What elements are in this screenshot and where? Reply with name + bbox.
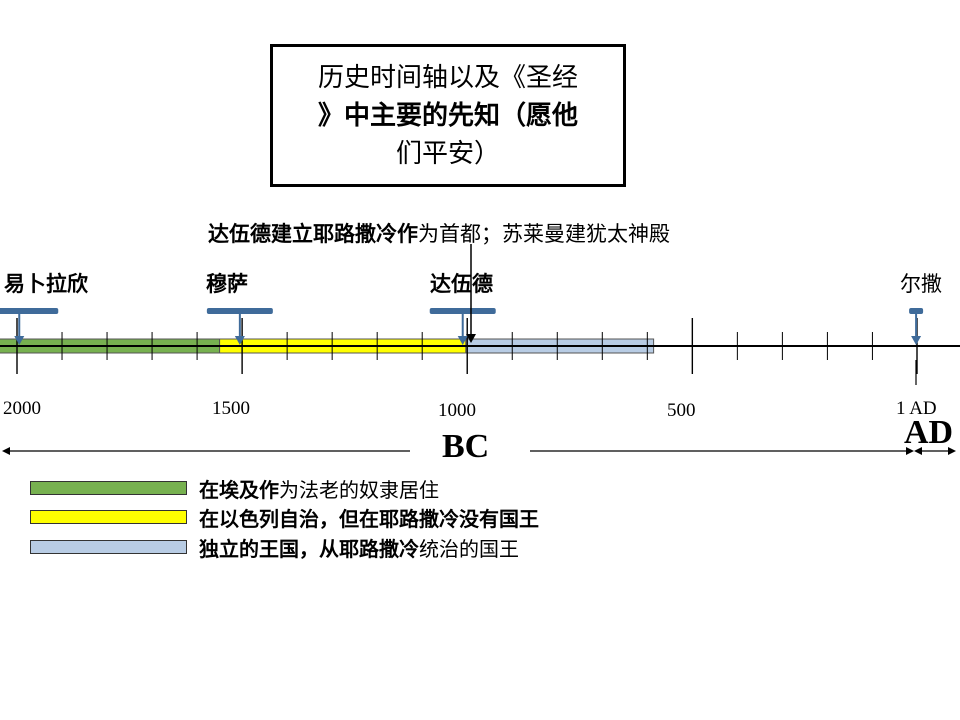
prophet-marker-bar-0: [0, 308, 59, 314]
legend-text-egypt: 在埃及作为法老的奴隶居住: [199, 474, 439, 503]
prophet-marker-bar-1: [206, 308, 273, 314]
title-line-3: 们平安）: [395, 138, 500, 169]
david-note: 达伍德建立耶路撒冷作为首都；苏莱曼建犹太神殿: [208, 218, 670, 248]
prophet-label-isa: 尔撒: [900, 272, 942, 296]
year-label-500: 500: [667, 400, 696, 421]
prophet-marker-head-2: [457, 336, 468, 345]
prophet-marker-bar-3: [909, 308, 924, 314]
david-note-pointer-head: [466, 334, 476, 343]
ad-arrowhead-right: [948, 447, 956, 455]
legend-text-kingdom-bold: 独立的王国，从耶路撒冷: [199, 536, 419, 561]
year-label-2000: 2000: [3, 398, 41, 419]
legend-swatch-blue: [30, 540, 187, 554]
prophet-label-ibrahim: 易卜拉欣: [4, 272, 88, 296]
title-line-1: 历史时间轴以及《圣经: [317, 62, 578, 93]
title-line-2: 》中主要的先知（愿他: [317, 100, 578, 131]
legend-item-kingdom: 独立的王国，从耶路撒冷统治的国王: [30, 533, 519, 562]
ad-arrowhead-left: [914, 447, 922, 455]
david-note-plain: 为首都；苏莱曼建犹太神殿: [418, 222, 670, 246]
year-label-1ad: 1 AD: [896, 398, 937, 419]
david-note-bold: 达伍德建立耶路撒冷作: [208, 222, 418, 246]
legend-text-kingdom-plain: 统治的国王: [419, 536, 519, 561]
legend-text-egypt-plain: 为法老的奴隶居住: [279, 477, 439, 502]
legend-swatch-green: [30, 481, 187, 495]
prophet-marker-head-0: [14, 336, 25, 345]
legend-swatch-yellow: [30, 510, 187, 524]
legend-text-selfrule-bold: 在以色列自治，但在耶路撒冷没有国王: [199, 506, 539, 531]
legend-text-kingdom: 独立的王国，从耶路撒冷统治的国王: [199, 533, 519, 562]
prophet-marker-head-1: [234, 336, 245, 345]
title-box: 历史时间轴以及《圣经 》中主要的先知（愿他 们平安）: [270, 44, 626, 187]
year-label-1500: 1500: [212, 398, 250, 419]
bc-arrowhead-right: [906, 447, 914, 455]
legend-item-egypt: 在埃及作为法老的奴隶居住: [30, 474, 439, 503]
bc-arrowhead-left: [2, 447, 10, 455]
legend-item-selfrule: 在以色列自治，但在耶路撒冷没有国王: [30, 503, 539, 532]
prophet-label-musa: 穆萨: [206, 272, 248, 296]
legend-text-egypt-bold: 在埃及作: [199, 477, 279, 502]
prophet-marker-head-3: [911, 336, 922, 345]
timeline-svg: [0, 244, 960, 455]
year-label-1000: 1000: [438, 400, 476, 421]
prophet-label-dawud: 达伍德: [430, 272, 493, 296]
legend-text-selfrule: 在以色列自治，但在耶路撒冷没有国王: [199, 503, 539, 532]
era-ad-label: AD: [904, 414, 954, 451]
era-bc-label: BC: [442, 428, 490, 465]
prophet-marker-bar-2: [429, 308, 496, 314]
